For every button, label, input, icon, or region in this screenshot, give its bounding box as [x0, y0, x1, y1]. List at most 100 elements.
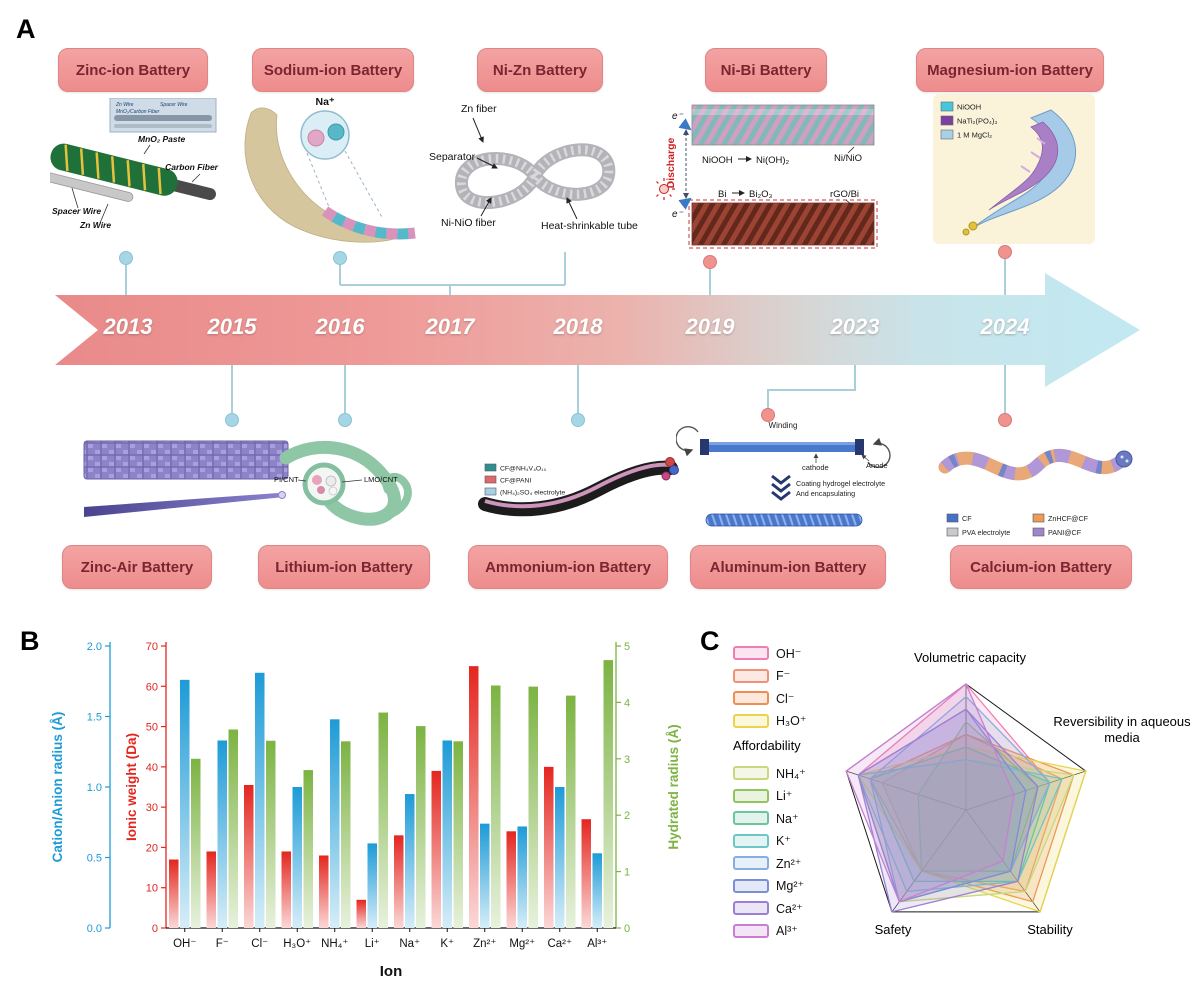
chevron: [771, 474, 791, 485]
label-aluminum-ion-battery: Aluminum-ion Battery: [690, 545, 886, 589]
calcium-ion-battery-illustration: CF ZnHCF@CF PVA electrolyte PANI@CF: [938, 448, 1133, 537]
bar: [378, 712, 388, 928]
tick-label: 2.0: [87, 641, 102, 653]
strand: [661, 471, 671, 481]
year-2016: 2016: [315, 314, 365, 339]
fiber-texture: [456, 145, 614, 208]
bar: [442, 740, 452, 928]
zinc-air-battery-illustration: [83, 440, 289, 517]
legend-item-na: Na⁺: [733, 807, 806, 830]
cable-core: [484, 462, 672, 509]
zoom-guide-line: [306, 152, 330, 208]
radar-axis-label-safety: Safety: [874, 922, 912, 937]
panel-c-letter: C: [700, 626, 720, 656]
process-chevrons: [771, 474, 791, 501]
timeline-connectors: [119, 245, 1012, 427]
bar: [206, 851, 216, 928]
dot-2023: [761, 408, 775, 422]
legend-swatch-k: [733, 833, 769, 848]
cable-sheath: [478, 460, 678, 517]
legend-swatch-pani: [1032, 527, 1045, 537]
legend-swatch-electrolyte: [484, 487, 497, 496]
bar: [180, 679, 190, 928]
sun-icon: [656, 178, 675, 200]
legend-swatch-cl: [733, 691, 769, 706]
magnesium-ion-battery-illustration: NiOOH NaTi₂(PO₄)₃ 1 M MgCl₂: [933, 94, 1095, 244]
tick-label: 3: [624, 754, 630, 766]
legend-swatch-znhcf: [1032, 513, 1045, 523]
ni-nio-fiber-label: Ni-NiO fiber: [441, 217, 496, 229]
zn-fiber-label: Zn fiber: [461, 103, 497, 115]
legend-swatch-li: [733, 788, 769, 803]
legend-item-ca: Ca²⁺: [733, 897, 806, 920]
legend-item-mg: Mg²⁺: [733, 875, 806, 898]
legend-swatch-niooh: [940, 101, 954, 112]
leader-arrow: [476, 157, 498, 169]
discharge-label: Discharge: [665, 137, 677, 188]
radar-axis-label-reversibility: Reversibility in aqueous media: [1053, 714, 1191, 746]
twisted-strand-teal: [321, 206, 416, 240]
x-tick-label: Na⁺: [399, 938, 420, 950]
panel-b-letter: B: [20, 626, 40, 656]
zinc-ion-battery-illustration: Zn Wire Spacer Wire MnO₂/Carbon Fiber Mn…: [50, 98, 219, 230]
left-end-cap: [700, 439, 709, 455]
legend-label: (NH₄)₂SO₄ electrolyte: [500, 490, 565, 497]
legend-swatch-mgcl2: [940, 129, 954, 140]
chevron: [771, 490, 791, 501]
anode-label: Anode: [866, 461, 888, 470]
radar-series: [857, 746, 1087, 913]
flow-arrowhead-top: [683, 129, 689, 135]
tick-label: 10: [146, 883, 158, 895]
tick-label: 0.5: [87, 853, 102, 865]
winding-arrow-left: [676, 425, 699, 457]
spacer-wire-label: Spacer Wire: [52, 206, 101, 216]
x-tick-label: K⁺: [440, 938, 454, 950]
spiral-wire: [64, 144, 162, 195]
year-2023: 2023: [830, 314, 880, 339]
bar: [330, 719, 340, 928]
connector-2023: [767, 362, 856, 413]
bar: [431, 770, 441, 928]
bar: [480, 823, 490, 928]
bar: [592, 853, 602, 928]
terminal-wire: [962, 228, 970, 236]
carbon-fiber-label: Carbon Fiber: [165, 162, 219, 172]
chevron: [771, 482, 791, 493]
label-calcium-ion-battery: Calcium-ion Battery: [950, 545, 1132, 589]
ammonium-ion-battery-illustration: CF@NH₄V₄O₁₀ CF@PANI (NH₄)₂SO₄ electrolyt…: [478, 457, 679, 517]
connector-dots: [119, 245, 1012, 427]
inset-fiber-1: [114, 115, 212, 121]
tick-label: 30: [146, 802, 158, 814]
x-tick-label: Al³⁺: [587, 938, 607, 950]
coated-fiber-rod: [705, 513, 863, 527]
bar: [405, 794, 415, 928]
tick-label: 5: [624, 641, 630, 653]
figure-eight-fiber: [454, 143, 616, 210]
radar-axis-label-stability: Stability: [1027, 922, 1073, 937]
x-tick-label: Ca²⁺: [547, 938, 572, 950]
leader-arrow: [480, 197, 492, 217]
legend-label: F⁻: [776, 669, 791, 684]
pi-cnt-strand: [312, 475, 322, 485]
legend-label: Li⁺: [776, 789, 793, 804]
legend-swatch-h3o: [733, 713, 769, 728]
legend-label: Cl⁻: [776, 691, 795, 706]
bar: [581, 819, 591, 928]
fiber-end-coil: [1115, 450, 1133, 468]
dot-2018: [571, 413, 585, 427]
fiber-electrode: [84, 493, 284, 517]
legend-label: CF@PANI: [500, 478, 531, 485]
niooh-fiber-micrograph: [691, 104, 875, 146]
year-2015: 2015: [207, 314, 257, 339]
year-2013: 2013: [103, 314, 153, 339]
winding-label: Winding: [769, 421, 798, 430]
bar: [603, 660, 613, 928]
legend-swatch-ca: [733, 901, 769, 916]
electron-top-label: e⁻: [672, 111, 684, 122]
bar: [356, 899, 366, 928]
tick-label: 1: [624, 867, 630, 879]
sodium-ion-battery-illustration: Na⁺: [244, 96, 416, 243]
leader-line: [143, 144, 151, 155]
flow-arrowhead-bottom: [683, 193, 689, 199]
tick-label: 50: [146, 722, 158, 734]
